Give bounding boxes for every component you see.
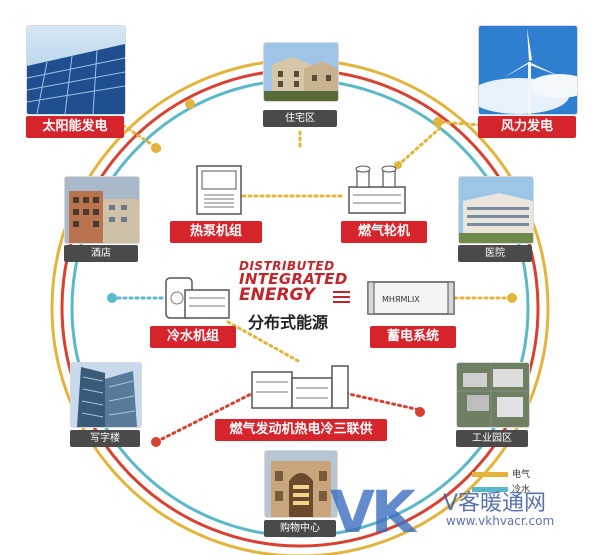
heat-pump-label: 热泵机组 [170, 221, 262, 243]
shopping-center-label: 购物中心 [264, 520, 336, 537]
center-title-chinese: 分布式能源 [248, 313, 329, 332]
solar-label: 太阳能发电 [26, 116, 124, 138]
legend-electricity-swatch [472, 472, 508, 477]
watermark-url: www.vkhvacr.com [446, 514, 555, 528]
heat-pump-illustration [194, 163, 244, 221]
gas-turbine-illustration [345, 163, 409, 221]
shopping-center-photo [264, 450, 338, 518]
wind-label: 风力发电 [478, 116, 576, 138]
chiller-label: 冷水机组 [150, 326, 236, 348]
logo-stripes [333, 291, 350, 303]
legend-cooling-swatch [472, 487, 508, 492]
legend-cooling-label: 冷水 [512, 485, 531, 495]
hotel-photo [64, 176, 140, 244]
center-title-integrated: INTEGRATED [239, 270, 348, 288]
storage-illustration: MHЯMLIX [366, 278, 456, 322]
legend-electricity-label: 电气 [512, 470, 531, 480]
wind-turbine-photo [478, 25, 578, 115]
storage-label: 蓄电系统 [370, 326, 456, 348]
chiller-illustration [163, 272, 233, 328]
industrial-park-photo [456, 362, 530, 428]
center-title-energy: ENERGY [239, 285, 316, 305]
gas-engine-illustration [248, 360, 352, 416]
office-photo [70, 362, 142, 428]
industrial-park-label: 工业园区 [456, 430, 528, 447]
gas-engine-cchp-label: 燃气发动机热电冷三联供 [215, 419, 387, 441]
hospital-photo [458, 176, 534, 244]
center-title-distributed: DISTRIBUTED [239, 259, 335, 273]
hospital-label: 医院 [458, 245, 532, 262]
hotel-label: 酒店 [64, 245, 138, 262]
ring-nodes [151, 99, 517, 303]
storage-panel-text: MHЯMLIX [382, 295, 420, 304]
gas-turbine-label: 燃气轮机 [341, 221, 427, 243]
residential-label: 住宅区 [263, 110, 337, 127]
office-label: 写字楼 [70, 430, 140, 447]
residential-photo [263, 42, 339, 102]
watermark-logo: VK [330, 478, 416, 546]
solar-panel-photo [26, 25, 126, 115]
watermark-name: V客暖通网 [443, 491, 547, 516]
